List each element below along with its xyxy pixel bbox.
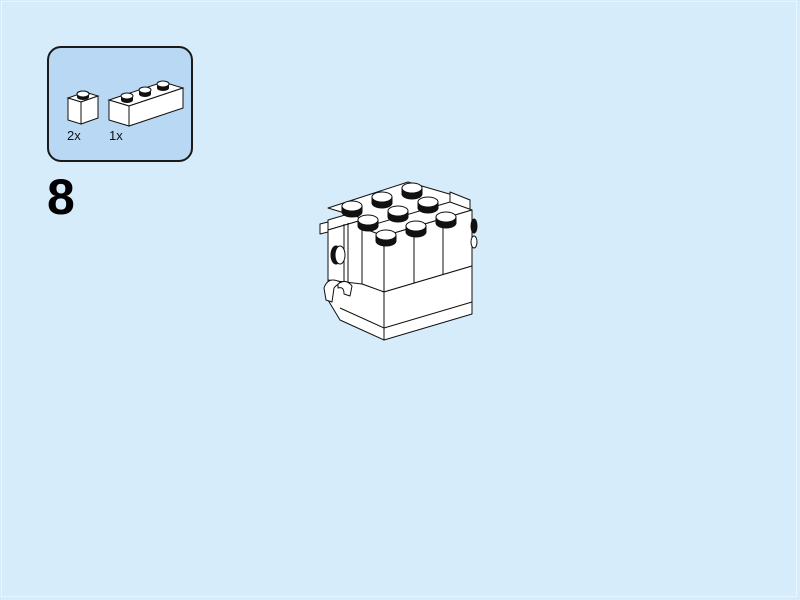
brick-1x1-icon <box>66 90 100 125</box>
step-number: 8 <box>47 169 75 225</box>
brick-1x3-icon <box>107 80 185 127</box>
part-qty-1x3: 1x <box>109 128 123 143</box>
part-qty-1x1: 2x <box>67 128 81 143</box>
brick-model-illustration <box>319 181 478 341</box>
parts-callout: 2x 1x <box>47 46 193 162</box>
